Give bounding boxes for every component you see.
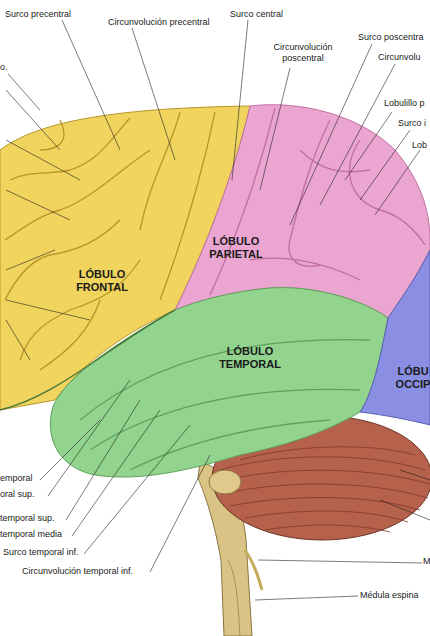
- temporal-lobe: LÓBULO TEMPORAL: [45, 283, 390, 488]
- pons: [209, 470, 241, 494]
- lobe-outline: [45, 283, 390, 488]
- anatomy-label: Médula espina: [360, 590, 419, 601]
- anatomy-label: Surco poscentra: [358, 32, 424, 43]
- occipital-lobe: LÓBU OCCIP: [355, 245, 430, 430]
- lobe-label: LÓBULO FRONTAL: [62, 268, 142, 294]
- anatomy-label: oral sup.: [0, 489, 35, 500]
- cerebellum-folia: [218, 447, 430, 532]
- lobe-shape: [175, 105, 430, 318]
- anatomy-label: Circunvolu: [378, 52, 421, 63]
- anatomy-label: M: [423, 556, 430, 567]
- lobe-label: LÓBULO PARIETAL: [196, 235, 276, 261]
- anatomy-label: emporal: [0, 473, 33, 484]
- anatomy-label: temporal media: [0, 529, 62, 540]
- anatomy-label: Circunvolución poscentral: [262, 42, 344, 64]
- anatomy-label: Circunvolución temporal inf.: [22, 566, 133, 577]
- anatomy-label: temporal sup.: [0, 513, 55, 524]
- lobe-label: LÓBU OCCIP: [395, 365, 430, 391]
- anatomy-label: o.: [0, 62, 8, 73]
- anatomy-label: Lobulillo p: [384, 98, 425, 109]
- anatomy-label: Surco temporal inf.: [3, 547, 79, 558]
- anatomy-label: Circunvolución precentral: [108, 17, 210, 28]
- anatomy-label: Surco central: [230, 9, 283, 20]
- lobe-outline: [355, 245, 430, 430]
- anatomy-label: Surco i: [398, 118, 426, 129]
- anatomy-label: Surco precentral: [5, 9, 71, 20]
- nerve-root: [245, 550, 262, 590]
- lobe-shape: [360, 250, 430, 425]
- spinal-cord-line: [228, 560, 240, 636]
- lobe-shape: [50, 288, 388, 477]
- anatomy-label: Lob: [412, 140, 427, 151]
- lobe-label: LÓBULO TEMPORAL: [210, 345, 290, 371]
